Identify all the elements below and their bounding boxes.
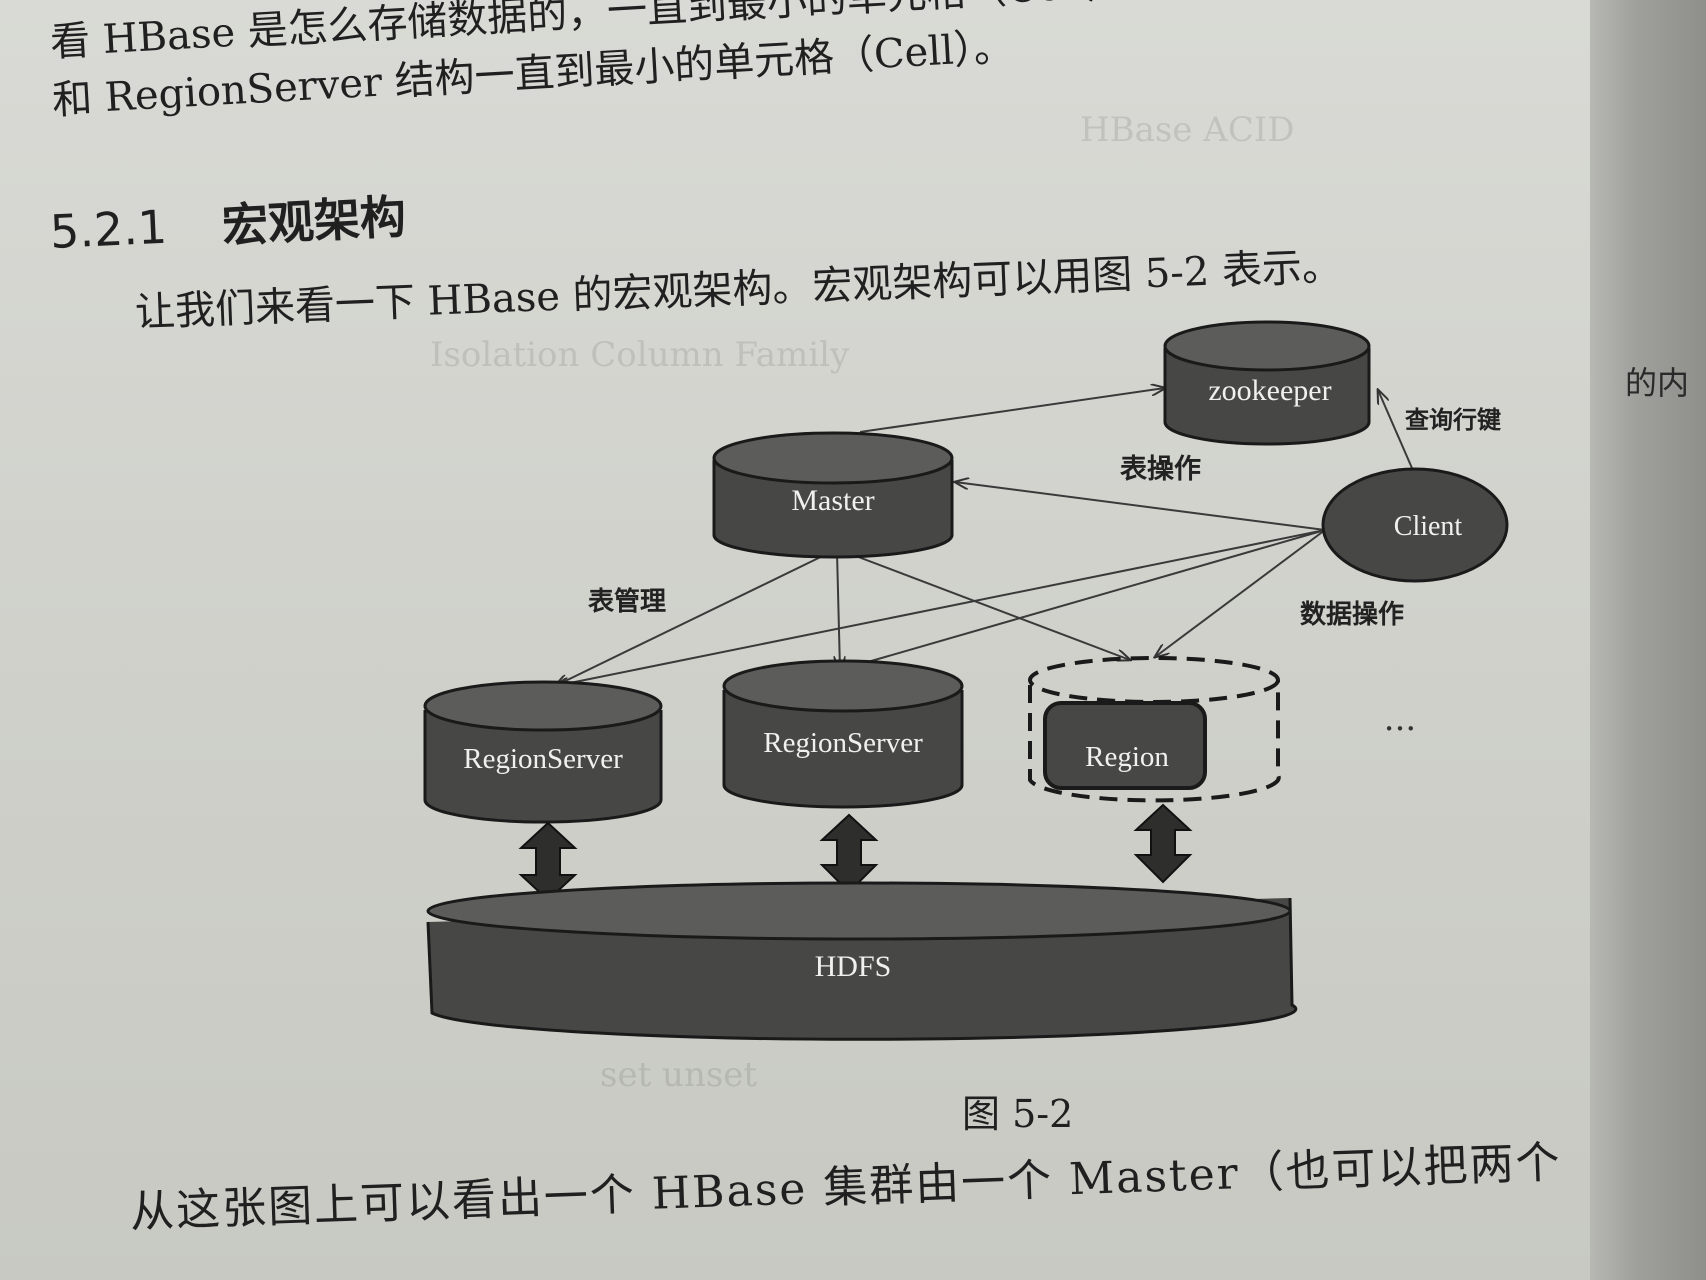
edge-client-master xyxy=(955,482,1326,531)
regionserver-2-label: RegionServer xyxy=(763,727,923,759)
region-container: Region xyxy=(1028,656,1281,803)
region-label: Region xyxy=(1085,741,1169,773)
double-arrow-rs1-hdfs xyxy=(518,821,578,902)
edge-client-zookeeper xyxy=(1378,390,1416,476)
master-node: Master xyxy=(712,431,954,559)
edge-client-regionserver1 xyxy=(555,529,1326,686)
edge-master-regionserver2 xyxy=(837,551,840,670)
regionserver-1-label: RegionServer xyxy=(463,743,623,775)
show-through-text: Isolation Column Family xyxy=(430,335,850,375)
label-query-row-key: 查询行键 xyxy=(1405,406,1501,434)
master-label: Master xyxy=(791,484,874,517)
edge-master-zookeeper xyxy=(859,388,1165,433)
page-binding-shadow xyxy=(1590,0,1706,1280)
label-data-ops: 数据操作 xyxy=(1300,600,1404,630)
hdfs-node: HDFS xyxy=(426,881,1298,1041)
label-table-ops: 表操作 xyxy=(1120,454,1201,485)
edge-master-regionserver1 xyxy=(555,549,836,686)
client-node: Client xyxy=(1321,467,1509,583)
double-arrow-rs2-hdfs xyxy=(819,813,879,894)
hdfs-label: HDFS xyxy=(815,950,892,983)
regionserver-node-2: RegionServer xyxy=(722,659,964,809)
more-ellipsis: ··· xyxy=(1384,709,1416,749)
show-through-text: set unset xyxy=(600,1055,758,1095)
zookeeper-node: zookeeper xyxy=(1163,320,1371,446)
region-box xyxy=(1043,701,1207,790)
zookeeper-label: zookeeper xyxy=(1208,374,1331,407)
edge-master-region xyxy=(839,549,1130,660)
client-label: Client xyxy=(1394,511,1463,542)
figure-caption: 图 5-2 xyxy=(962,1092,1074,1136)
edge-client-regionserver2 xyxy=(840,529,1326,670)
margin-text: 的内 xyxy=(1625,364,1690,402)
show-through-text: HBase ACID xyxy=(1080,110,1295,150)
label-table-management: 表管理 xyxy=(588,587,666,617)
double-arrow-region-hdfs xyxy=(1133,803,1193,884)
book-page xyxy=(0,0,1600,1280)
edges xyxy=(555,388,1416,686)
regionserver-node-1: RegionServer xyxy=(423,680,663,824)
edge-client-region xyxy=(1155,529,1326,657)
